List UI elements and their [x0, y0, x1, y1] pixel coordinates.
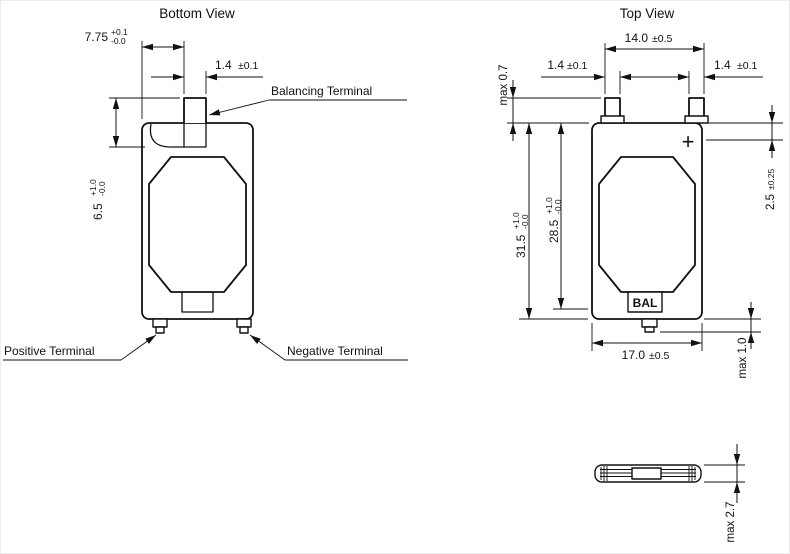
top-view: Top View + BAL 14.0 ±0.5 1.4 ±0.1	[498, 6, 783, 378]
polarity-plus-marking: +	[682, 129, 695, 154]
leader-line	[249, 334, 286, 361]
seal-fold-line	[149, 123, 207, 148]
side-view: max 2.7	[594, 444, 745, 542]
dim-seal-top: 2.5 ±0.25	[706, 105, 783, 210]
dim-value: 2.5	[765, 194, 777, 210]
dim-tol-up: +1.0	[544, 197, 554, 214]
bottom-terminal-nub	[644, 326, 655, 333]
dim-height-total: 31.5 +1.0 -0.0	[511, 123, 588, 320]
top-view-title: Top View	[620, 6, 675, 21]
balancing-tab	[183, 97, 207, 123]
leader-line	[208, 99, 270, 116]
dim-thickness: max 2.7	[704, 444, 745, 542]
negative-terminal-nub	[239, 326, 249, 334]
dim-tab-width: 1.4 ±0.1	[151, 58, 263, 94]
dim-terminal-width-left: 1.4 ±0.1	[541, 58, 689, 94]
dim-tol-up: +0.1	[111, 27, 128, 37]
dim-body-width: 17.0 ±0.5	[591, 323, 703, 362]
right-terminal-flange	[684, 115, 709, 124]
side-terminal-pad	[631, 467, 662, 480]
dim-value: 1.4	[547, 58, 564, 72]
dim-tab-offset: 7.75 +0.1 -0.0	[85, 27, 185, 119]
negative-terminal-shape	[236, 318, 252, 328]
label-balancing-terminal: Balancing Terminal	[208, 84, 407, 116]
leader-line	[120, 334, 157, 361]
positive-terminal-shape	[152, 318, 168, 328]
dim-tol: ±0.1	[238, 60, 259, 72]
right-terminal	[688, 97, 705, 116]
left-terminal	[604, 97, 621, 116]
bottom-view-title: Bottom View	[159, 6, 235, 21]
dim-tol-dn: -0.0	[553, 199, 563, 214]
dim-tab-depth: 6.5 +1.0 -0.0	[88, 97, 180, 220]
dim-value: 14.0	[625, 31, 649, 45]
dim-tol: ±0.5	[652, 33, 673, 45]
dim-value: max 1.0	[737, 338, 749, 379]
dim-value: max 2.7	[725, 502, 737, 543]
dim-tol-up: +1.0	[88, 179, 98, 196]
dim-height-inner: 28.5 +1.0 -0.0	[544, 123, 588, 310]
dim-tol-dn: -0.0	[520, 214, 530, 229]
bottom-notch	[181, 292, 214, 313]
dim-tol: ±0.5	[649, 350, 670, 362]
positive-terminal-label: Positive Terminal	[4, 344, 94, 358]
dim-tol: ±0.1	[567, 60, 588, 72]
dim-value: max 0.7	[498, 65, 510, 106]
dim-terminal-span: 14.0 ±0.5	[604, 31, 705, 94]
bottom-view: Bottom View 7.75 +0.1 -0.0 1.4 ±0.1	[3, 6, 408, 361]
negative-terminal-label: Negative Terminal	[287, 344, 383, 358]
dim-value: 1.4	[714, 58, 731, 72]
dim-bottom-terminal: max 1.0	[660, 302, 761, 378]
label-negative-terminal: Negative Terminal	[249, 334, 408, 361]
positive-terminal-nub	[155, 326, 165, 334]
dim-tol-up: +1.0	[511, 212, 521, 229]
bal-marking-box	[627, 291, 663, 313]
cell-pouch-octagon	[148, 156, 247, 293]
label-positive-terminal: Positive Terminal	[3, 334, 157, 361]
dim-tol: ±0.1	[737, 60, 758, 72]
dim-terminal-width-right: 1.4 ±0.1	[688, 58, 763, 94]
left-terminal-flange	[600, 115, 625, 124]
dim-value: 6.5	[91, 203, 105, 220]
dim-tol-dn: -0.0	[111, 36, 126, 46]
dim-value: 28.5	[547, 219, 561, 243]
dim-value: 1.4	[215, 58, 232, 72]
bal-marking-text: BAL	[633, 296, 658, 310]
balancing-terminal-label: Balancing Terminal	[271, 84, 372, 98]
bottom-terminal-shape	[641, 318, 658, 328]
dim-value: 7.75	[85, 30, 109, 44]
cell-pouch-octagon	[598, 156, 696, 293]
dim-value: 17.0	[622, 348, 646, 362]
dim-value: 31.5	[514, 234, 528, 258]
dim-terminal-protrusion: max 0.7	[498, 65, 601, 141]
dim-tol: ±0.25	[766, 169, 776, 190]
dim-tol-dn: -0.0	[97, 181, 107, 196]
